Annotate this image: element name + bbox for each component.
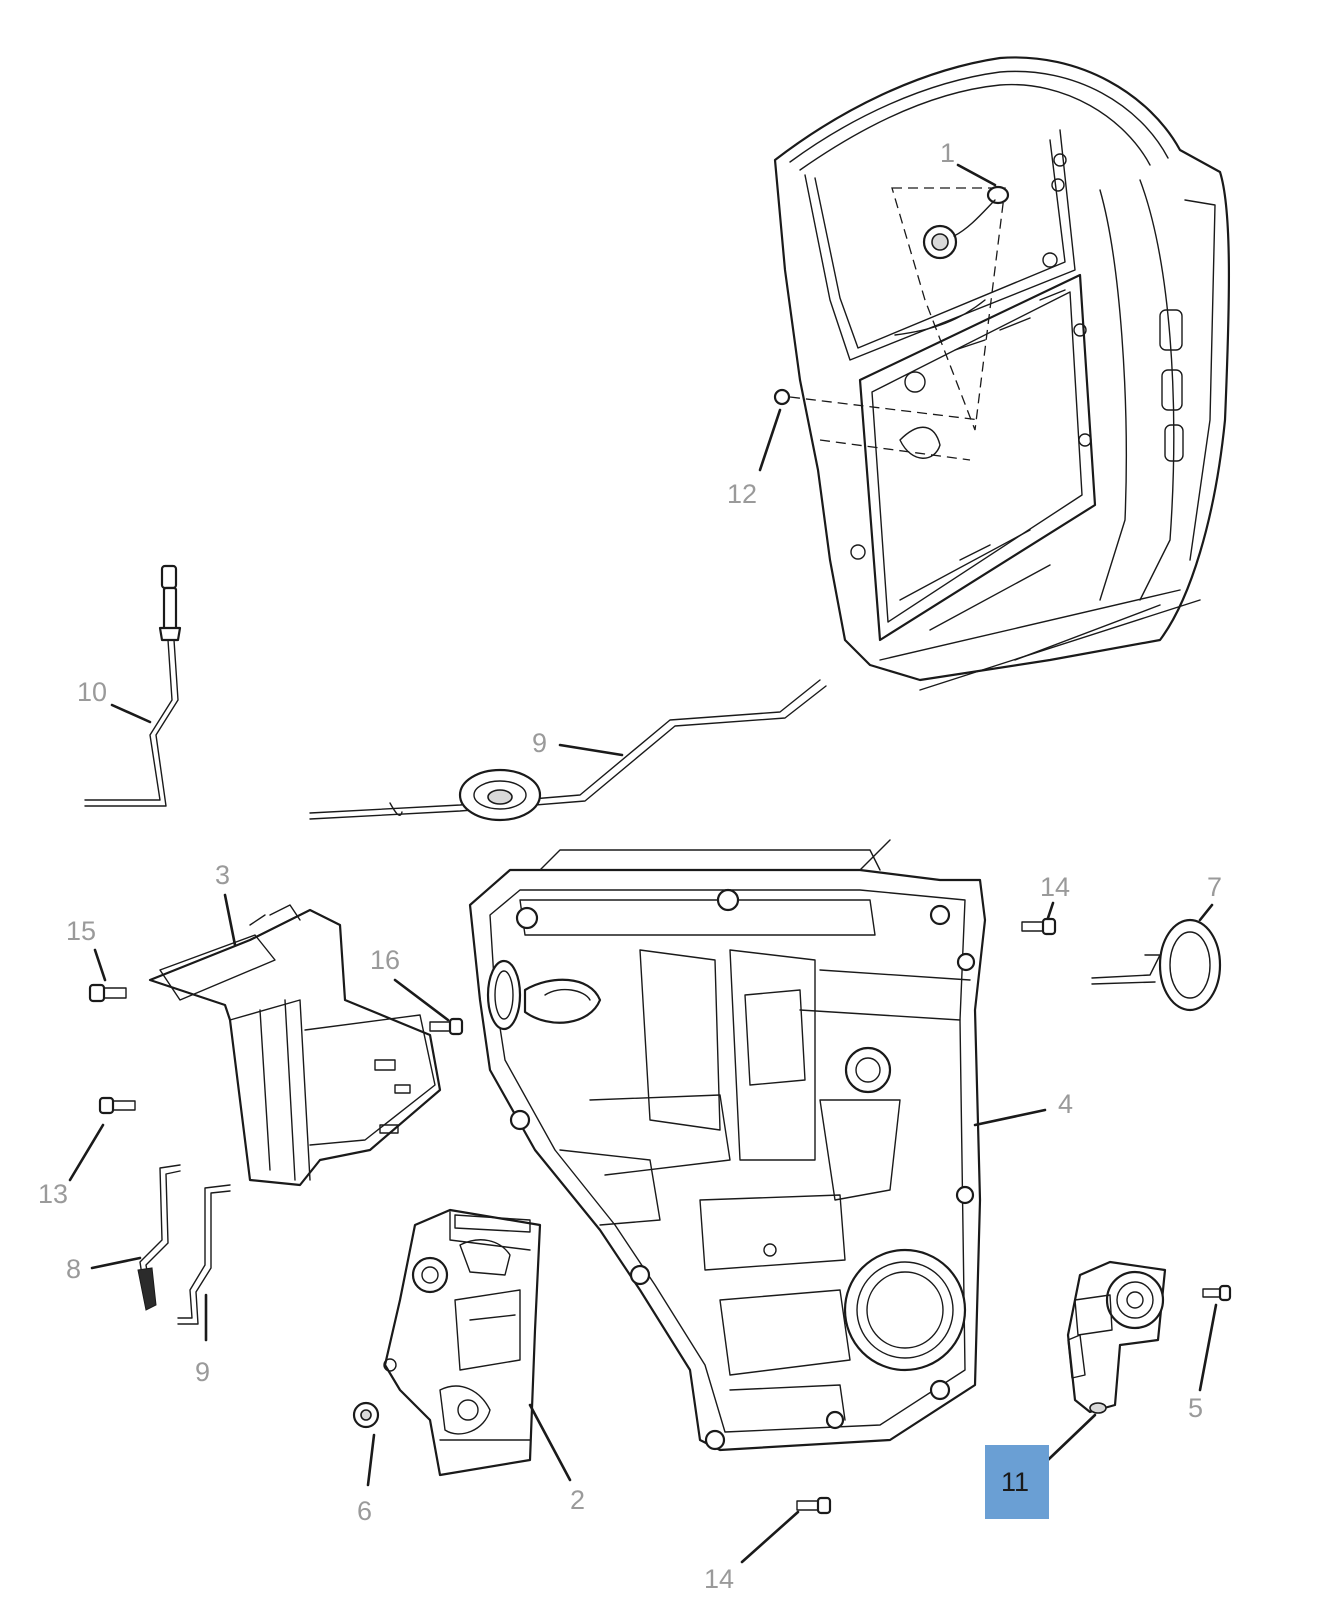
part-7-ring (1091, 903, 1222, 1012)
callout-9-lower[interactable]: 9 (195, 1357, 210, 1387)
callout-11-highlight[interactable]: 11 (985, 1445, 1049, 1519)
part-13-bolt (68, 1096, 136, 1182)
part-15-bolt (88, 948, 127, 1003)
callout-13[interactable]: 13 (38, 1179, 68, 1209)
callout-9-upper[interactable]: 9 (532, 728, 547, 758)
part-9-lower-rod (177, 1184, 231, 1342)
part-9-upper-rod (309, 679, 827, 822)
part-2-latch (383, 1208, 572, 1482)
callout-14-upper[interactable]: 14 (1040, 872, 1070, 902)
callout-3[interactable]: 3 (215, 860, 230, 890)
callout-7[interactable]: 7 (1207, 872, 1222, 902)
part-12-nut (758, 388, 981, 472)
part-11-motor (1025, 1260, 1167, 1482)
callout-4[interactable]: 4 (1058, 1089, 1073, 1119)
part-14-upper-bolt (1021, 901, 1057, 936)
callout-1[interactable]: 1 (940, 138, 955, 168)
callout-6[interactable]: 6 (357, 1496, 372, 1526)
callout-11[interactable]: 11 (1001, 1467, 1029, 1497)
callout-2[interactable]: 2 (570, 1485, 585, 1515)
part-8-rod (90, 1164, 181, 1311)
callouts: 1 12 10 9 3 14 7 15 16 4 13 8 9 5 6 2 14… (38, 138, 1222, 1594)
callout-5[interactable]: 5 (1188, 1393, 1203, 1423)
part-6-nut (352, 1401, 380, 1487)
door-shell (773, 56, 1231, 691)
part-1-plug (891, 185, 1010, 431)
callout-14-lower[interactable]: 14 (704, 1564, 734, 1594)
part-14-lower-bolt (740, 1496, 832, 1564)
part-4-carrier (468, 839, 1047, 1452)
callout-12[interactable]: 12 (727, 479, 757, 509)
callout-10[interactable]: 10 (77, 677, 107, 707)
callout-16[interactable]: 16 (370, 945, 400, 975)
callout-15[interactable]: 15 (66, 916, 96, 946)
callout-8[interactable]: 8 (66, 1254, 81, 1284)
part-5-bolt (1198, 1284, 1232, 1392)
part-10-rod (84, 564, 182, 807)
part-16-bolt (393, 978, 464, 1036)
part-3-bracket (148, 893, 442, 1187)
highlight-box (985, 1445, 1049, 1519)
